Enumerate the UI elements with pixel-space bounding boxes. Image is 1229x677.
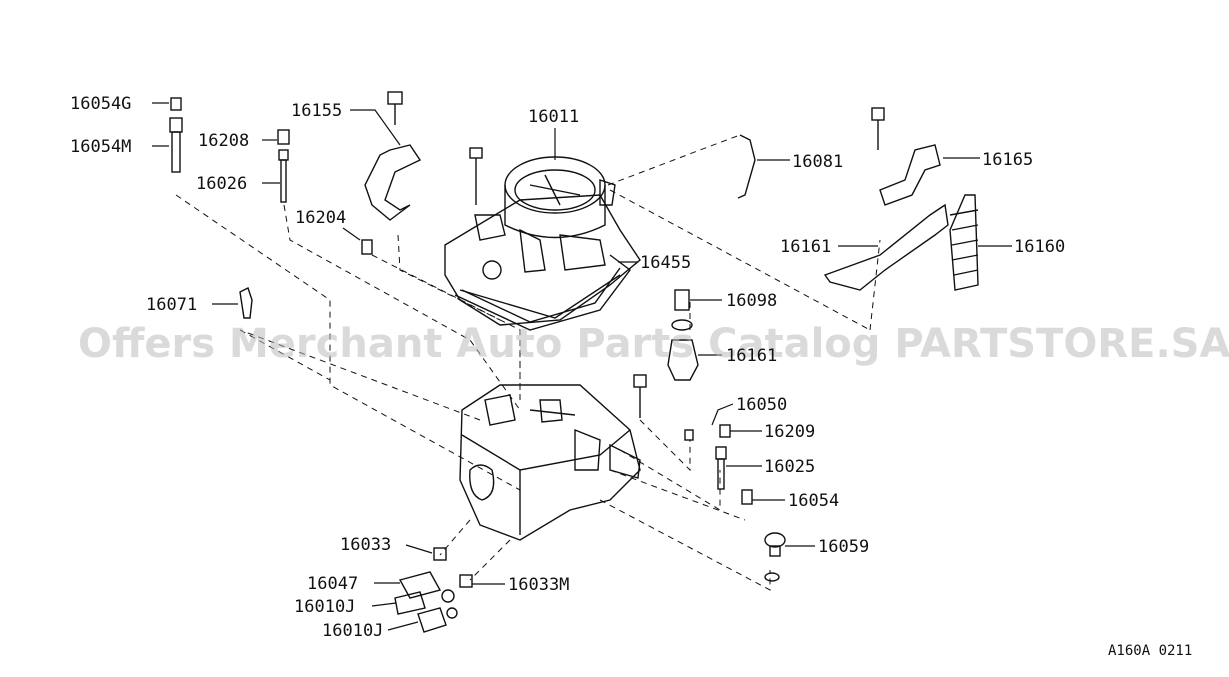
needle-16071[interactable] (239, 287, 253, 319)
part-16033[interactable] (433, 547, 447, 561)
part-16209[interactable] (719, 424, 731, 438)
label-16010J-b[interactable]: 16010J (322, 621, 383, 641)
label-16054G[interactable]: 16054G (70, 94, 131, 114)
label-16033[interactable]: 16033 (340, 535, 391, 555)
label-16160[interactable]: 16160 (1014, 237, 1065, 257)
bracket-16155[interactable] (364, 144, 422, 221)
label-16209[interactable]: 16209 (764, 422, 815, 442)
part-16054[interactable] (741, 489, 753, 505)
screw-16165[interactable] (871, 107, 885, 150)
rod-16081[interactable] (737, 134, 756, 199)
label-16047[interactable]: 16047 (307, 574, 358, 594)
screw-body[interactable] (469, 147, 483, 205)
label-16010J-a[interactable]: 16010J (294, 597, 355, 617)
label-16054M[interactable]: 16054M (70, 137, 131, 157)
leader-lines (152, 102, 1012, 631)
screw-16050[interactable] (633, 374, 647, 418)
jet-16054M[interactable] (169, 117, 183, 173)
part-16010J-b[interactable] (417, 607, 458, 633)
label-16204[interactable]: 16204 (295, 208, 346, 228)
label-16161-upper[interactable]: 16161 (780, 237, 831, 257)
spring-16160[interactable] (949, 194, 979, 291)
label-16165[interactable]: 16165 (982, 150, 1033, 170)
label-16025[interactable]: 16025 (764, 457, 815, 477)
part-16161-lower[interactable] (667, 339, 699, 381)
part-16047[interactable] (398, 571, 455, 603)
lever-16161-upper[interactable] (823, 203, 949, 291)
label-16071[interactable]: 16071 (146, 295, 197, 315)
carburetor-upper-body[interactable] (444, 156, 641, 326)
part-16050[interactable] (684, 429, 694, 441)
watermark: Offers Merchant Auto Parts Catalog PARTS… (78, 321, 1229, 367)
lever-16165[interactable] (879, 144, 941, 206)
part-16033M[interactable] (459, 574, 473, 588)
screw-top[interactable] (387, 91, 403, 125)
label-16081[interactable]: 16081 (792, 152, 843, 172)
part-labels: 16054G 16054M 16155 16208 16026 16204 16… (70, 94, 1065, 641)
label-16026[interactable]: 16026 (196, 174, 247, 194)
part-16025[interactable] (715, 446, 727, 490)
drawing-code: A160A 0211 (1108, 643, 1192, 659)
part-16010J-a[interactable] (394, 591, 426, 615)
jet-16026[interactable] (278, 149, 289, 203)
label-16033M[interactable]: 16033M (508, 575, 569, 595)
label-16208[interactable]: 16208 (198, 131, 249, 151)
label-16455[interactable]: 16455 (640, 253, 691, 273)
gasket-16455[interactable] (454, 254, 631, 331)
plug-16054G[interactable] (170, 97, 182, 111)
part-16059[interactable] (764, 532, 786, 582)
label-16098[interactable]: 16098 (726, 291, 777, 311)
label-16161-lower[interactable]: 16161 (726, 346, 777, 366)
label-16050[interactable]: 16050 (736, 395, 787, 415)
label-16155[interactable]: 16155 (291, 101, 342, 121)
part-16098[interactable] (674, 289, 690, 311)
carburetor-lower-body[interactable] (459, 384, 641, 541)
jet-16208[interactable] (277, 129, 290, 145)
assembly-dashed-lines (175, 134, 881, 591)
label-16059[interactable]: 16059 (818, 537, 869, 557)
label-16054[interactable]: 16054 (788, 491, 839, 511)
jet-16204[interactable] (361, 239, 373, 255)
label-16011[interactable]: 16011 (528, 107, 579, 127)
